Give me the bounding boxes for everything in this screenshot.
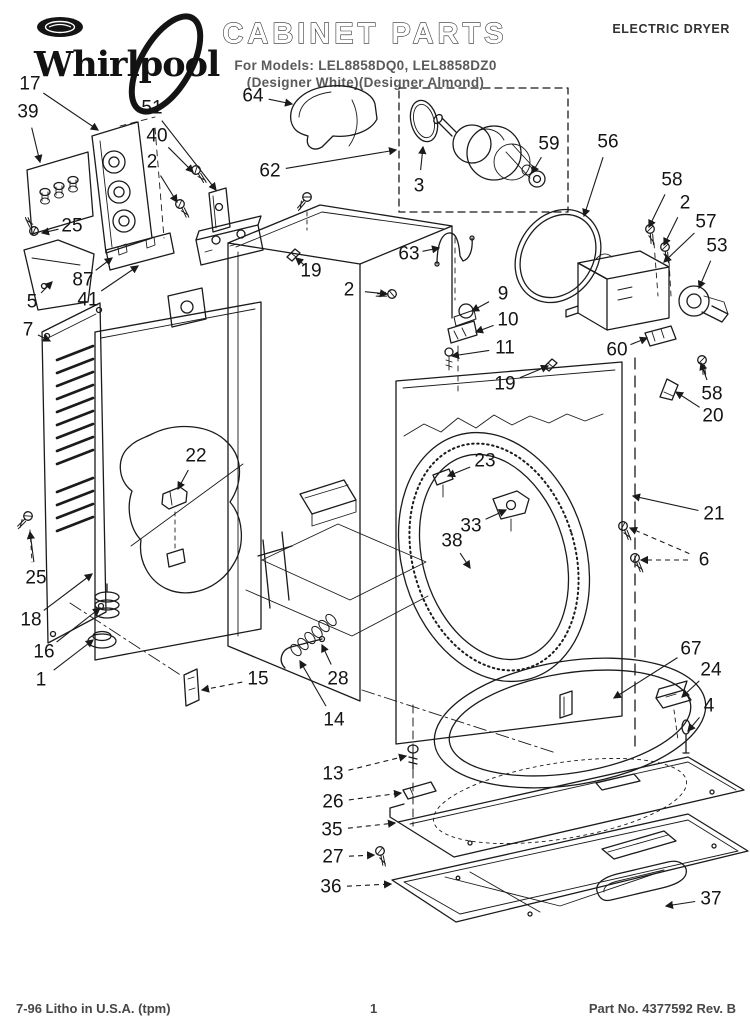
whirlpool-logo: Whirlpool bbox=[16, 6, 230, 129]
idler-bracket bbox=[565, 222, 729, 377]
rear-panel bbox=[41, 302, 107, 644]
callout-arrows bbox=[26, 92, 712, 910]
console-parts bbox=[19, 116, 264, 311]
base-assembly bbox=[370, 657, 749, 923]
brand-wordmark: Whirlpool bbox=[33, 44, 220, 85]
models-line: For Models: LEL8858DQ0, LEL8858DZ0 bbox=[234, 58, 497, 73]
appliance-category: ELECTRIC DRYER bbox=[612, 22, 730, 36]
whirlpool-emblem-icon bbox=[37, 17, 83, 37]
page-title: CABINET PARTS bbox=[222, 18, 507, 50]
front-panel bbox=[94, 301, 262, 661]
finish-line: (Designer White)(Designer Almond) bbox=[246, 75, 485, 90]
footer-litho-note: 7-96 Litho in U.S.A. (tpm) bbox=[16, 1001, 171, 1016]
thermostat-parts bbox=[444, 237, 679, 401]
motor-assembly bbox=[290, 85, 569, 267]
feet-parts bbox=[16, 510, 337, 707]
page-number: 1 bbox=[370, 1001, 378, 1016]
footer-part-number: Part No. 4377592 Rev. B bbox=[588, 1001, 736, 1016]
cabinet-frame bbox=[69, 192, 557, 754]
title-block: CABINET PARTS For Models: LEL8858DQ0, LE… bbox=[178, 16, 553, 90]
logo-swoosh-icon bbox=[128, 13, 204, 115]
